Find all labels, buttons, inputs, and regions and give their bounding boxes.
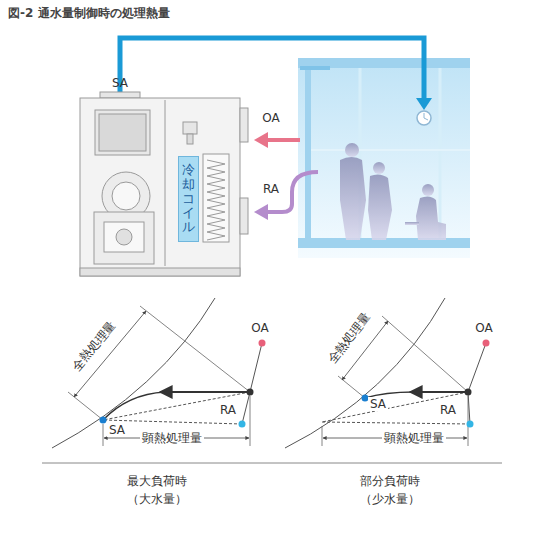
caption-label: 部分負荷時 [360,474,420,488]
heat-label: 全熱処理量 [68,317,120,375]
caption-label: （大水量） [127,492,187,506]
air-label: RA [263,182,279,196]
caption-label: （少水量） [360,492,420,506]
oa-arrow [266,138,300,142]
psychrometric-chart-max [42,298,272,463]
cooling-coil: 冷却コイル [178,156,199,242]
point-label: RA [438,403,458,417]
supply-duct [120,38,424,100]
duct-label: SA [112,76,128,90]
heat-label: 顕熱処理量 [382,431,446,445]
ra-arrowhead [254,204,268,220]
duct-arrowhead [416,98,432,110]
oa-arrowhead [254,132,268,148]
air-label: OA [262,111,279,125]
point-label: OA [475,321,492,335]
air-handling-unit [80,92,248,276]
room [298,58,470,258]
caption-label: 最大負荷時 [127,474,187,488]
point-label: SA [368,397,388,411]
heat-label: 顕熱処理量 [140,431,204,445]
figure-title: 図-2 通水量制御時の処理熱量 [8,5,170,22]
point-label: OA [251,321,268,335]
heat-label: 全熱処理量 [324,308,375,367]
point-label: RA [218,403,238,417]
psychrometric-chart-partial [272,298,502,463]
point-label: SA [107,423,127,437]
people [340,143,446,240]
coil-label: 冷却コイル [182,163,195,234]
